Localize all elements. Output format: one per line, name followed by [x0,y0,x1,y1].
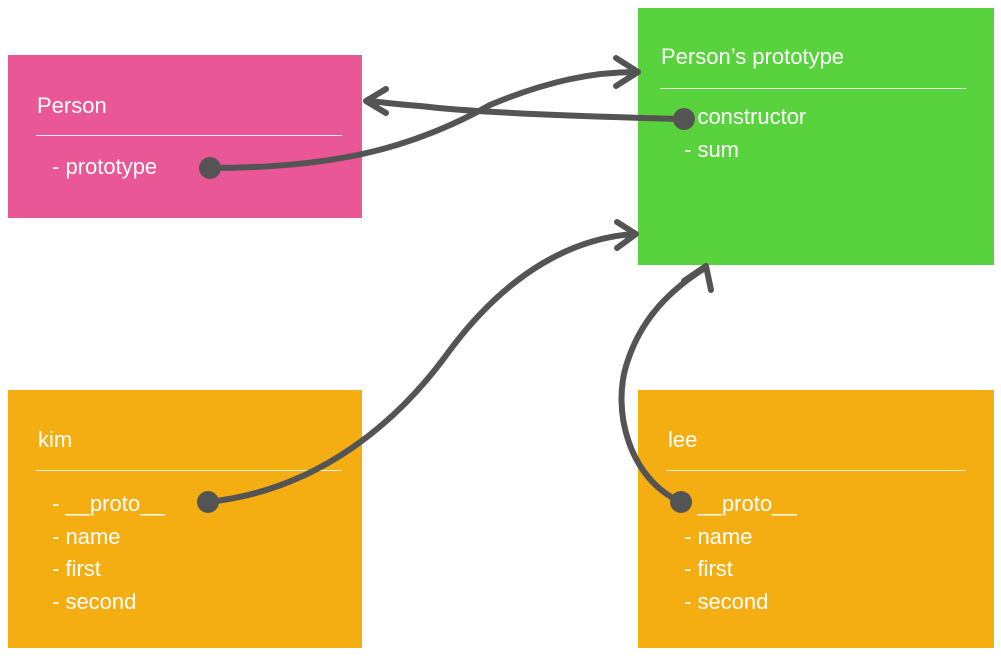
person-prototype-field-list: - constructor - sum [684,101,806,166]
lee-field-list: - __proto__ - name - first - second [684,488,797,618]
person-prototype-divider [660,88,966,89]
person-prototype-title: Person’s prototype [661,44,845,69]
lee-field-first: - first [684,556,733,581]
person-divider [36,135,342,136]
lee-field-second: - second [684,588,769,614]
kim-field-proto: - __proto__ [52,491,165,516]
lee-box: lee - __proto__ - name - first - second [638,390,994,648]
kim-field-first: - first [52,556,101,581]
kim-divider [36,470,342,471]
person-field-prototype: - prototype [52,154,158,179]
kim-box: kim - __proto__ - name - first - second [8,390,362,648]
lee-divider [666,470,966,471]
person-title: Person [37,93,107,118]
prototype-field-constructor: - constructor [684,104,807,129]
lee-field-name: - name [684,523,753,549]
kim-field-list: - __proto__ - name - first - second [52,488,165,618]
lee-title: lee [668,427,698,452]
person-prototype-box: Person’s prototype - constructor - sum [638,8,994,265]
person-box: Person - prototype [8,55,362,218]
prototype-field-sum: - sum [684,136,739,162]
kim-title: kim [38,427,73,452]
lee-field-proto: - __proto__ [684,491,797,516]
person-field-list: - prototype [52,151,157,184]
kim-field-name: - name [52,523,121,549]
kim-field-second: - second [52,588,137,614]
